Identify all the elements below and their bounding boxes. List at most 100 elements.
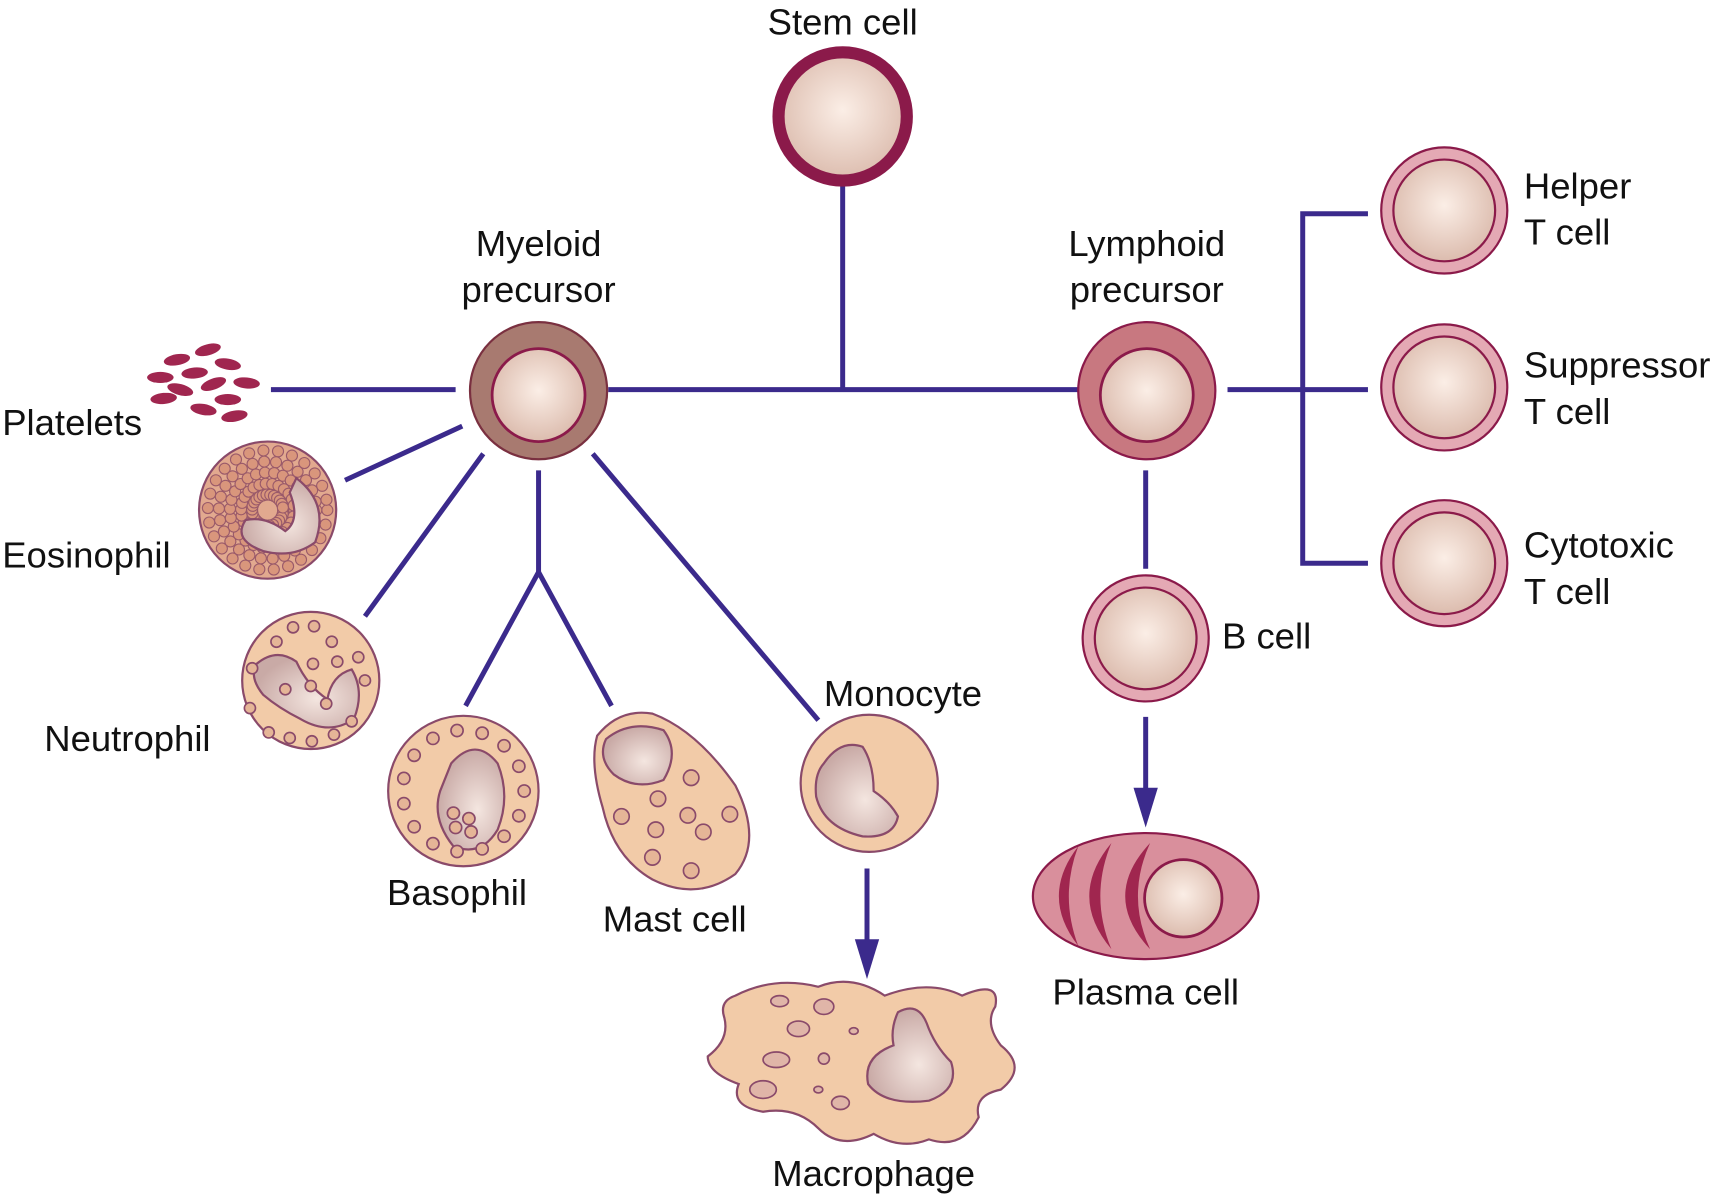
granule [207, 530, 221, 543]
granule [308, 467, 321, 480]
granule [679, 806, 697, 824]
label-eosinophil: Eosinophil [2, 535, 170, 576]
label-myeloid-1: Myeloid [476, 223, 602, 264]
granule [226, 470, 239, 483]
neutrophil-line [362, 452, 486, 618]
granule [232, 543, 246, 556]
granule [291, 465, 304, 478]
granule [649, 790, 667, 808]
granule [330, 655, 344, 668]
granule [269, 456, 283, 469]
neutrophil-cell [241, 610, 381, 751]
granule [320, 493, 333, 506]
granule [281, 560, 295, 573]
platelet [221, 410, 248, 423]
macrophage-arrowhead-icon [854, 939, 880, 980]
b-cell [1081, 574, 1210, 703]
granule [319, 518, 332, 531]
vacuole [762, 1051, 791, 1069]
cytotoxic-t-cell [1380, 499, 1509, 628]
vacuole [769, 994, 790, 1008]
label-helper-1: Helper [1524, 165, 1631, 206]
granule [316, 479, 329, 492]
granule [212, 502, 226, 515]
granule [281, 459, 294, 472]
granule [294, 553, 308, 566]
granule [243, 447, 256, 460]
granule [345, 714, 359, 728]
macrophage-cell [706, 980, 1016, 1145]
label-basophil: Basophil [387, 872, 527, 913]
mast-cell [593, 711, 751, 891]
granule [448, 820, 463, 835]
label-suppressor-1: Suppressor [1524, 344, 1711, 385]
granule [267, 563, 280, 576]
granule [304, 679, 318, 693]
granule [511, 808, 526, 823]
granule [305, 734, 319, 748]
granule [475, 726, 490, 741]
granule [245, 661, 259, 675]
granule [464, 825, 479, 839]
plasma-arrowhead-icon [1133, 787, 1158, 828]
granule [271, 445, 285, 458]
granule [201, 501, 214, 515]
helper-t-cell [1380, 146, 1509, 275]
granule [217, 525, 231, 538]
granule [246, 457, 259, 470]
granule [243, 549, 256, 562]
granule [254, 552, 267, 565]
granule [307, 619, 321, 633]
granule [229, 453, 243, 466]
granule [235, 462, 248, 475]
granule [358, 674, 372, 687]
label-platelets: Platelets [2, 402, 142, 443]
eosinophil-line [343, 423, 464, 483]
granule [243, 701, 257, 715]
platelet [163, 353, 191, 366]
granule [327, 728, 341, 741]
granule [306, 657, 320, 671]
label-helper-2: T cell [1524, 212, 1611, 253]
plasma-cell [1031, 831, 1260, 961]
connector-lines [270, 182, 1368, 980]
platelet [214, 358, 241, 371]
granule [511, 759, 526, 774]
tcell-bracket [1300, 211, 1368, 566]
granule [721, 805, 739, 823]
granule [682, 769, 700, 787]
granule [497, 829, 511, 844]
macrophage-vacuoles [748, 994, 859, 1111]
granule [203, 516, 216, 529]
granule [612, 807, 631, 826]
basophil-granules [396, 723, 532, 859]
granule [426, 731, 440, 746]
basophil-cell [387, 714, 540, 868]
suppressor-t-cell [1380, 323, 1509, 452]
granule [285, 449, 299, 462]
granule [407, 819, 422, 834]
granule [278, 682, 292, 696]
granule [209, 474, 222, 487]
granule [214, 490, 227, 503]
label-mast-cell: Mast cell [603, 898, 747, 939]
label-myeloid-2: precursor [462, 269, 616, 310]
granule [276, 501, 289, 514]
granule [396, 771, 411, 786]
label-plasma-cell: Plasma cell [1052, 971, 1239, 1012]
granule [204, 487, 217, 500]
granule [218, 462, 231, 475]
stem-cell [772, 46, 913, 187]
granule [239, 559, 252, 572]
vacuole [813, 998, 835, 1016]
platelet [195, 343, 221, 357]
granule [262, 726, 276, 739]
label-stem-cell: Stem cell [768, 2, 918, 43]
granule [475, 841, 490, 856]
label-monocyte: Monocyte [824, 673, 982, 714]
granule [266, 552, 279, 565]
label-cytotoxic-1: Cytotoxic [1524, 525, 1674, 566]
